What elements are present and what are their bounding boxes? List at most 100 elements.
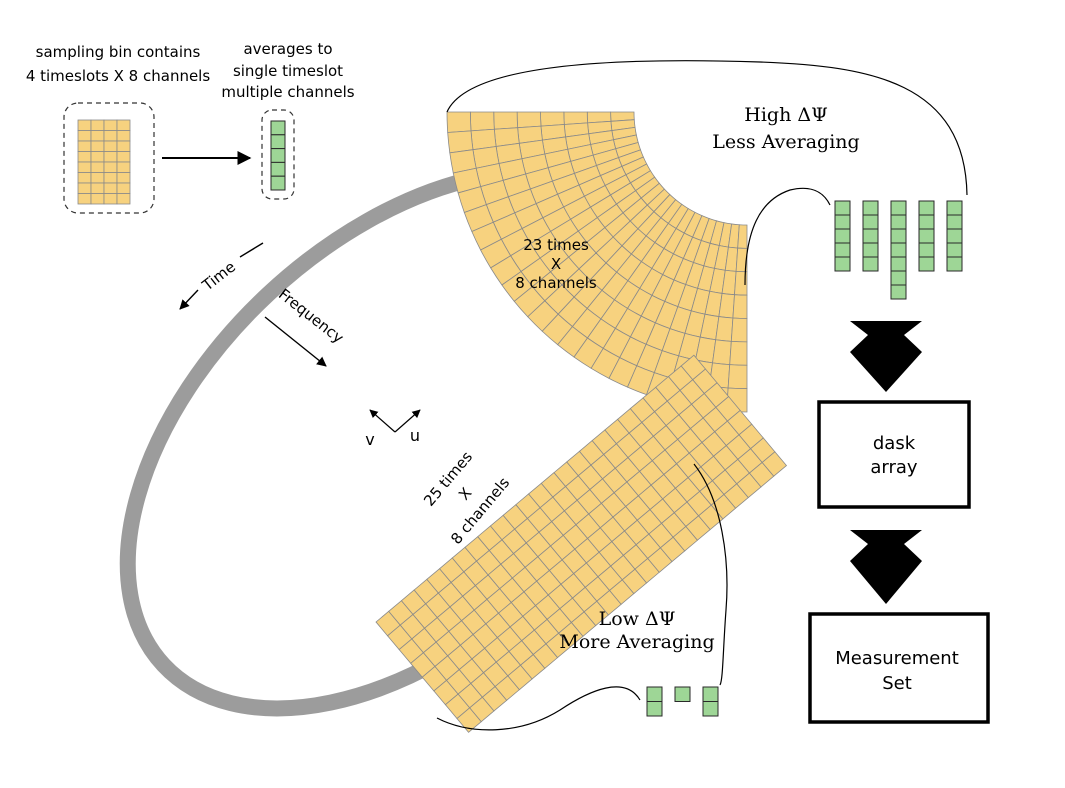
output-cell — [918, 242, 935, 258]
output-cell — [702, 701, 719, 717]
output-cell — [862, 242, 879, 258]
v-axis-label: v — [365, 430, 374, 449]
time-axis-label: Time — [198, 258, 239, 295]
high-block-subtitle: Less Averaging — [712, 131, 859, 153]
dask-box-line2: array — [870, 457, 918, 478]
bin-cell — [90, 119, 105, 131]
bin-cell — [103, 119, 118, 131]
output-cell — [834, 256, 851, 272]
high-grid-cell — [447, 130, 474, 154]
output-cell — [646, 686, 663, 702]
output-cell — [890, 284, 907, 300]
output-cell — [890, 270, 907, 286]
output-cell — [674, 686, 691, 702]
bin-cell — [116, 161, 131, 173]
avg-cell — [270, 148, 286, 163]
bin-cell — [90, 151, 105, 163]
bin-cell — [116, 119, 131, 131]
high-grid-cell — [718, 292, 735, 319]
frequency-axis-label: Frequency — [275, 285, 347, 347]
dask-array-box — [817, 400, 971, 509]
output-cell — [946, 242, 963, 258]
output-cell — [862, 214, 879, 230]
output-cell — [946, 200, 963, 216]
frequency-axis: Frequency — [264, 285, 347, 367]
avg-caption-line3: multiple channels — [221, 83, 354, 101]
bin-cell — [116, 182, 131, 194]
high-grid-cell — [563, 111, 589, 125]
high-grid-cell — [727, 364, 748, 390]
bin-cell — [103, 151, 118, 163]
high-grid-cell — [446, 111, 472, 133]
bin-cell — [103, 172, 118, 184]
low-block-brace — [693, 463, 728, 686]
sampling-bin-frame — [63, 102, 155, 214]
output-cell — [946, 214, 963, 230]
output-cell — [862, 200, 879, 216]
output-cell — [918, 256, 935, 272]
u-axis-label: u — [410, 426, 420, 445]
output-cell — [702, 686, 719, 702]
measurement-set-line1: Measurement — [835, 648, 959, 669]
output-cell — [646, 701, 663, 717]
low-delta-psi-block — [375, 354, 788, 733]
output-cell — [918, 228, 935, 244]
bin-cell — [116, 140, 131, 152]
output-cell — [862, 228, 879, 244]
high-grid-cell — [712, 339, 732, 366]
bin-cell — [103, 182, 118, 194]
bin-cell — [116, 172, 131, 184]
bin-cell — [77, 182, 92, 194]
bin-cell — [90, 172, 105, 184]
high-grid-cell — [737, 224, 748, 249]
down-arrow-to-measurement-set — [850, 530, 922, 604]
bin-cell — [77, 172, 92, 184]
high-grid-cell — [516, 111, 542, 129]
bin-cell — [103, 130, 118, 142]
high-grid-cell — [729, 340, 748, 366]
high-block-title: High ΔΨ — [744, 104, 827, 126]
bin-cell — [116, 193, 131, 205]
output-cell — [890, 228, 907, 244]
bin-cell — [77, 161, 92, 173]
output-cell — [862, 256, 879, 272]
high-grid-cell — [493, 111, 519, 130]
bin-cell — [77, 151, 92, 163]
dask-box-line1: dask — [873, 433, 916, 454]
low-grid-cell — [761, 451, 788, 477]
high-block-brace — [446, 60, 968, 196]
avg-cell — [270, 120, 286, 136]
output-cell — [834, 242, 851, 258]
avg-cell — [270, 134, 286, 150]
bin-cell — [77, 119, 92, 131]
output-cell — [946, 256, 963, 272]
output-cell — [834, 228, 851, 244]
high-block-count-line1: 23 times — [523, 236, 589, 254]
high-grid-cell — [732, 294, 748, 319]
low-block-subtitle: More Averaging — [559, 631, 714, 653]
bin-cell — [116, 130, 131, 142]
high-grid-cell — [730, 317, 748, 343]
bin-cell — [90, 161, 105, 173]
output-cell — [918, 200, 935, 216]
low-block-count-line2: X — [455, 484, 475, 503]
avg-caption-line2: single timeslot — [233, 62, 343, 80]
avg-cell — [270, 161, 286, 177]
time-axis: Time — [179, 242, 264, 310]
bin-cell — [77, 140, 92, 152]
high-block-output-columns — [834, 200, 963, 300]
output-cell — [918, 214, 935, 230]
bin-cell — [90, 182, 105, 194]
high-block-count-line2: X — [551, 255, 561, 273]
measurement-set-line2: Set — [882, 673, 912, 694]
output-cell — [890, 214, 907, 230]
bin-cell — [90, 140, 105, 152]
bin-cell — [103, 161, 118, 173]
bin-cell — [103, 193, 118, 205]
uv-axes-glyph: v u — [365, 409, 421, 449]
high-grid-cell — [469, 111, 495, 132]
bin-cell — [103, 140, 118, 152]
low-block-output-columns — [646, 686, 719, 717]
output-cell — [834, 200, 851, 216]
